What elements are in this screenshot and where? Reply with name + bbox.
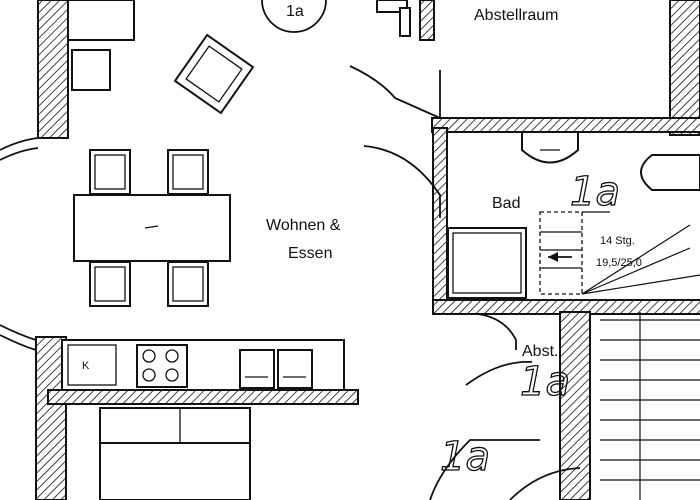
room-label-wohnen-line1: Wohnen &	[266, 217, 341, 234]
staircase	[539, 211, 700, 500]
door-swing-bottom-right	[509, 467, 581, 500]
fridge-label: K	[82, 360, 90, 372]
kitchen-sink	[239, 349, 313, 389]
shower-tray	[447, 227, 527, 299]
handwritten-marker-abst: 1a	[520, 359, 570, 405]
armchair	[173, 33, 255, 115]
room-marker-circle: 1a	[261, 0, 327, 33]
left-wall-curve-top-inner	[0, 147, 39, 161]
lower-counter	[99, 407, 251, 500]
abstellraum-wall-stub	[376, 0, 411, 37]
door-swing-abst	[477, 313, 517, 350]
room-label-abstellraum: Abstellraum	[474, 7, 558, 24]
room-label-abst: Abst.	[522, 343, 558, 360]
cooktop	[136, 344, 188, 388]
stairs-ratio-label: 19,5/25,0	[596, 257, 642, 269]
dining-chair	[167, 261, 209, 307]
stairs-steps-label: 14 Stg.	[600, 235, 635, 247]
left-wall-curve-bottom-inner	[0, 334, 37, 351]
bathroom-sink	[521, 131, 579, 164]
dining-chair	[89, 261, 131, 307]
room-marker-circle-label: 1a	[286, 3, 304, 20]
dining-chair	[167, 149, 209, 195]
dining-table	[73, 194, 231, 262]
door-swing-bad	[363, 145, 441, 218]
door-swing-abst-lower	[465, 360, 533, 386]
left-wall-curve-bottom	[0, 324, 37, 341]
top-left-cabinet	[67, 0, 135, 91]
left-wall-curve-top	[0, 137, 39, 151]
toilet	[640, 154, 700, 191]
room-label-bad: Bad	[492, 195, 520, 212]
handwritten-marker-bad: 1a	[570, 169, 620, 215]
door-swing-top	[349, 65, 441, 119]
fridge	[67, 344, 117, 386]
handwritten-marker-bottom: 1a	[440, 434, 490, 480]
dining-chair	[89, 149, 131, 195]
door-swing-bottom	[429, 439, 540, 500]
room-label-wohnen-line2: Essen	[288, 245, 332, 262]
